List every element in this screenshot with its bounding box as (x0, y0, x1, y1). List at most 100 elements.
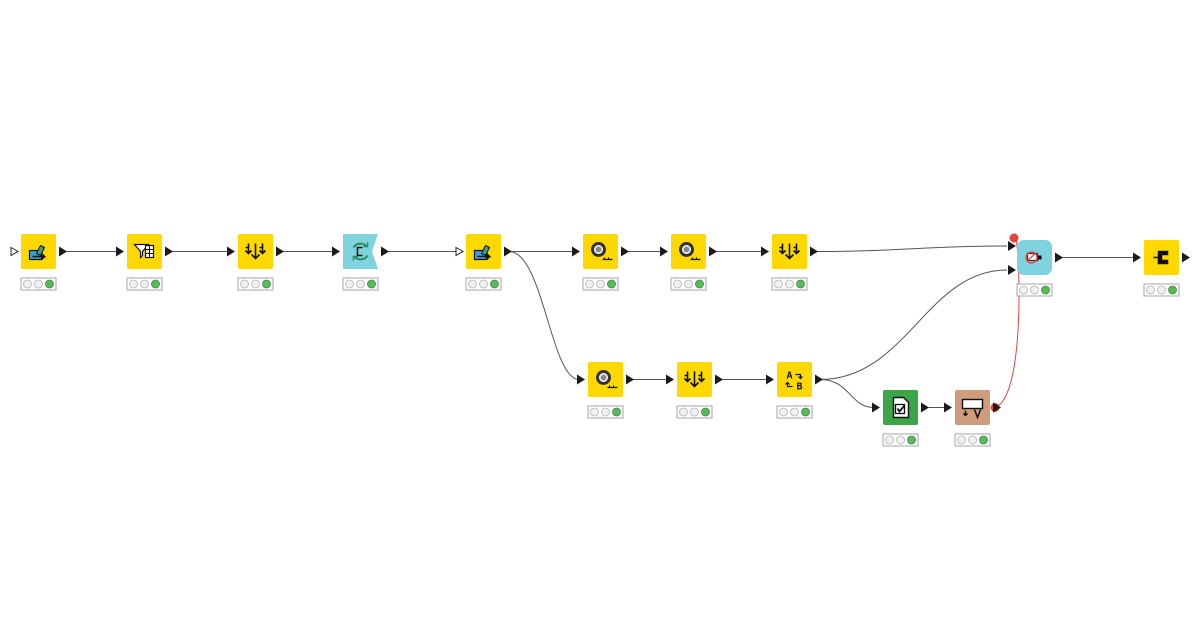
status-light-off (601, 407, 610, 417)
input-port[interactable] (577, 374, 585, 385)
status-light-green (607, 279, 616, 289)
column-filter-icon (133, 243, 155, 259)
svg-text:A: A (787, 371, 793, 382)
output-port[interactable] (59, 246, 67, 257)
input-port[interactable] (944, 402, 952, 413)
status-light-off (240, 279, 249, 289)
output-port[interactable] (815, 374, 823, 385)
output-port[interactable] (381, 246, 389, 257)
workflow-node-n13[interactable] (944, 390, 1001, 447)
workflow-node-n11[interactable]: AB (766, 362, 823, 419)
workflow-node-n8[interactable] (761, 234, 818, 291)
output-port[interactable] (1182, 252, 1190, 263)
sort-icon (778, 243, 801, 260)
workflow-node-n7[interactable] (660, 234, 717, 291)
workflow-node-n15[interactable] (1133, 240, 1190, 297)
input-port[interactable] (666, 374, 674, 385)
node-status-indicator (582, 277, 619, 291)
input-port[interactable] (572, 246, 580, 257)
node-status-indicator (882, 433, 919, 447)
flow-variable-in-port[interactable] (1009, 233, 1019, 243)
status-light-green (1041, 285, 1050, 295)
output-port[interactable] (1055, 252, 1063, 263)
status-light-off (779, 407, 788, 417)
data-connection[interactable] (508, 251, 580, 380)
output-port[interactable] (621, 246, 629, 257)
output-port[interactable] (276, 246, 284, 257)
workflow-node-n4[interactable] (332, 234, 389, 291)
status-light-off (23, 279, 32, 289)
status-light-off (885, 435, 894, 445)
output-port[interactable] (165, 246, 173, 257)
status-light-off (785, 279, 794, 289)
node-status-indicator (954, 433, 991, 447)
input-port[interactable] (1008, 265, 1016, 275)
flow-variable-connection[interactable] (994, 239, 1020, 408)
checkbox-widget-icon (892, 396, 910, 419)
flow-input-port[interactable] (455, 246, 465, 257)
workflow-node-n10[interactable] (666, 362, 723, 419)
workflow-node-n2[interactable] (116, 234, 173, 291)
sort-icon (683, 371, 706, 388)
table-view-icon (961, 398, 984, 420)
input-port[interactable] (1133, 252, 1141, 263)
node-body[interactable] (127, 234, 162, 269)
status-light-off (356, 279, 365, 289)
input-port[interactable] (761, 246, 769, 257)
node-body[interactable] (343, 234, 378, 269)
output-port[interactable] (709, 246, 717, 257)
status-light-off (34, 279, 43, 289)
workflow-node-n1[interactable] (10, 234, 67, 291)
status-light-off (673, 279, 682, 289)
sort-icon (244, 243, 267, 260)
output-port[interactable] (504, 246, 512, 257)
group-by-icon (596, 370, 618, 389)
output-port[interactable] (626, 374, 634, 385)
workflow-node-n14[interactable] (1008, 240, 1063, 297)
input-port[interactable] (332, 246, 340, 257)
status-light-green (262, 279, 271, 289)
workflow-node-n6[interactable] (572, 234, 629, 291)
input-port[interactable] (766, 374, 774, 385)
input-port[interactable] (116, 246, 124, 257)
output-port[interactable] (921, 402, 929, 413)
status-light-off (1030, 285, 1039, 295)
table-edit-icon (473, 244, 492, 261)
status-light-off (896, 435, 905, 445)
node-body[interactable] (777, 362, 812, 397)
input-port[interactable] (872, 402, 880, 413)
group-by-icon (679, 242, 701, 261)
input-port[interactable] (660, 246, 668, 257)
data-connection[interactable] (819, 379, 875, 408)
node-status-indicator (1016, 283, 1053, 297)
status-light-off (585, 279, 594, 289)
status-light-off (479, 279, 488, 289)
status-light-off (790, 407, 799, 417)
data-connection[interactable] (819, 269, 1008, 380)
status-light-off (774, 279, 783, 289)
input-port[interactable] (1008, 241, 1016, 251)
node-status-indicator (237, 277, 274, 291)
workflow-node-n3[interactable] (227, 234, 284, 291)
case-switch-icon (1025, 251, 1042, 264)
flow-input-port[interactable] (10, 246, 20, 257)
workflow-node-n12[interactable] (872, 390, 929, 447)
status-light-off (129, 279, 138, 289)
output-port[interactable] (993, 402, 1001, 413)
status-light-green (1168, 285, 1177, 295)
status-light-green (45, 279, 54, 289)
status-light-off (957, 435, 966, 445)
workflow-node-n5[interactable] (455, 234, 512, 291)
status-light-green (151, 279, 160, 289)
status-light-off (679, 407, 688, 417)
status-light-off (1157, 285, 1166, 295)
output-port[interactable] (810, 246, 818, 257)
input-port[interactable] (227, 246, 235, 257)
data-connection[interactable] (814, 245, 1008, 252)
workflow-node-n9[interactable] (577, 362, 634, 419)
status-light-green (612, 407, 621, 417)
output-port[interactable] (715, 374, 723, 385)
status-light-off (468, 279, 477, 289)
status-light-off (684, 279, 693, 289)
